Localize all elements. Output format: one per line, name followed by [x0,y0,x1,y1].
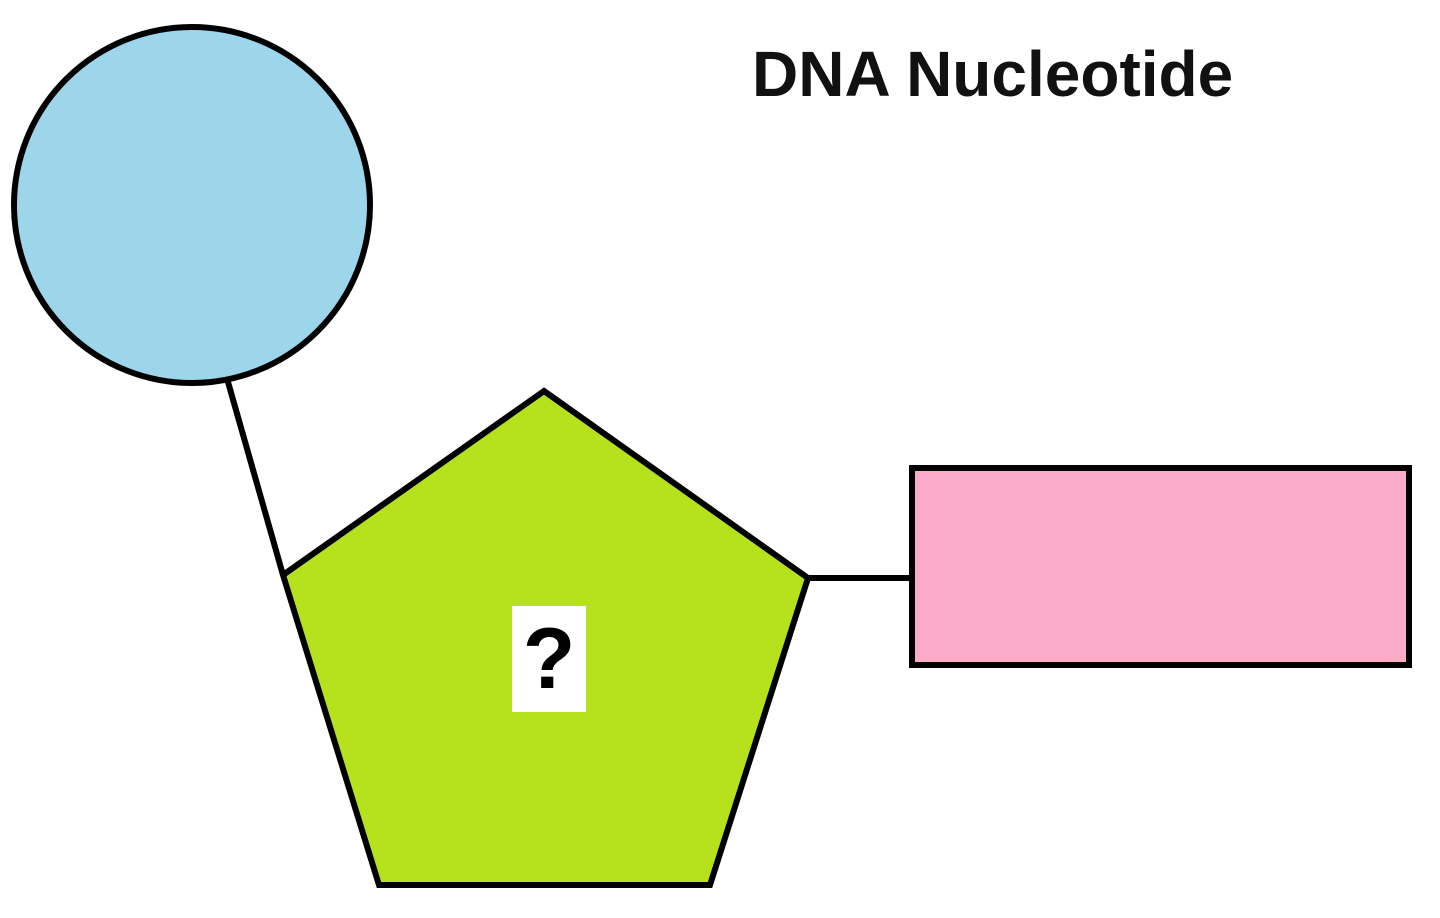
phosphate-circle [11,24,373,386]
diagram-title: DNA Nucleotide [752,38,1234,110]
base-rectangle [909,465,1412,668]
sugar-question-label: ? [512,606,586,712]
phosphate-sugar-bond [225,381,286,576]
